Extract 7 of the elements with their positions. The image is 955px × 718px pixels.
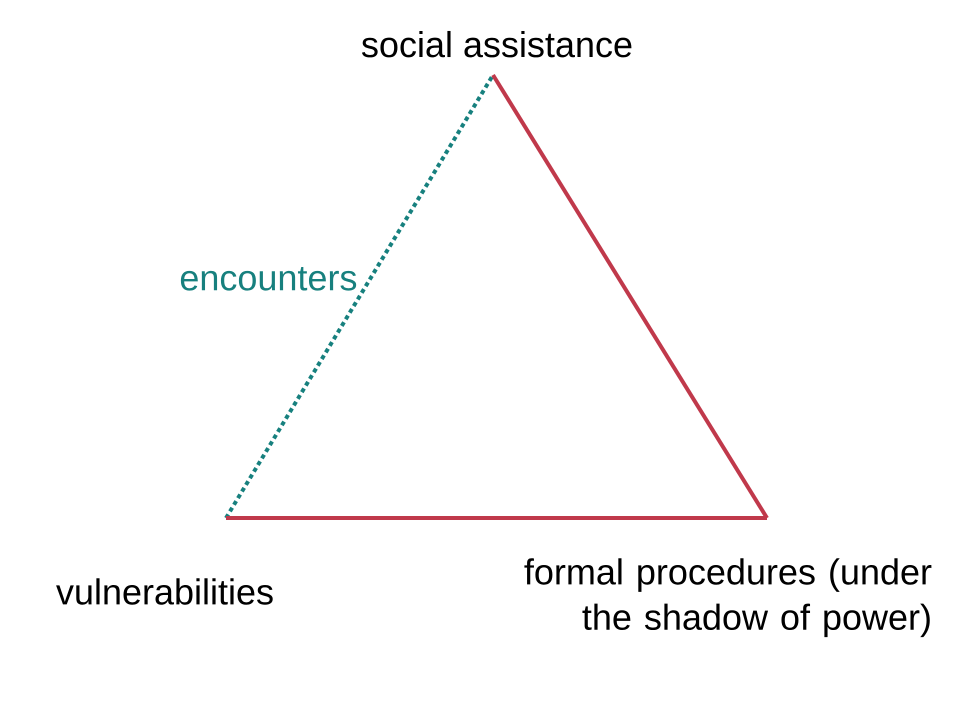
triangle-side [491, 74, 769, 520]
corner-label: formal procedures (under the shadow of power) [524, 558, 932, 638]
edge-label: encounters [180, 266, 356, 291]
triangle-side [226, 516, 768, 520]
corner-label: vulnerabilities [56, 578, 273, 605]
triangle-side [224, 74, 495, 520]
corner-label: social assistance [362, 30, 632, 58]
